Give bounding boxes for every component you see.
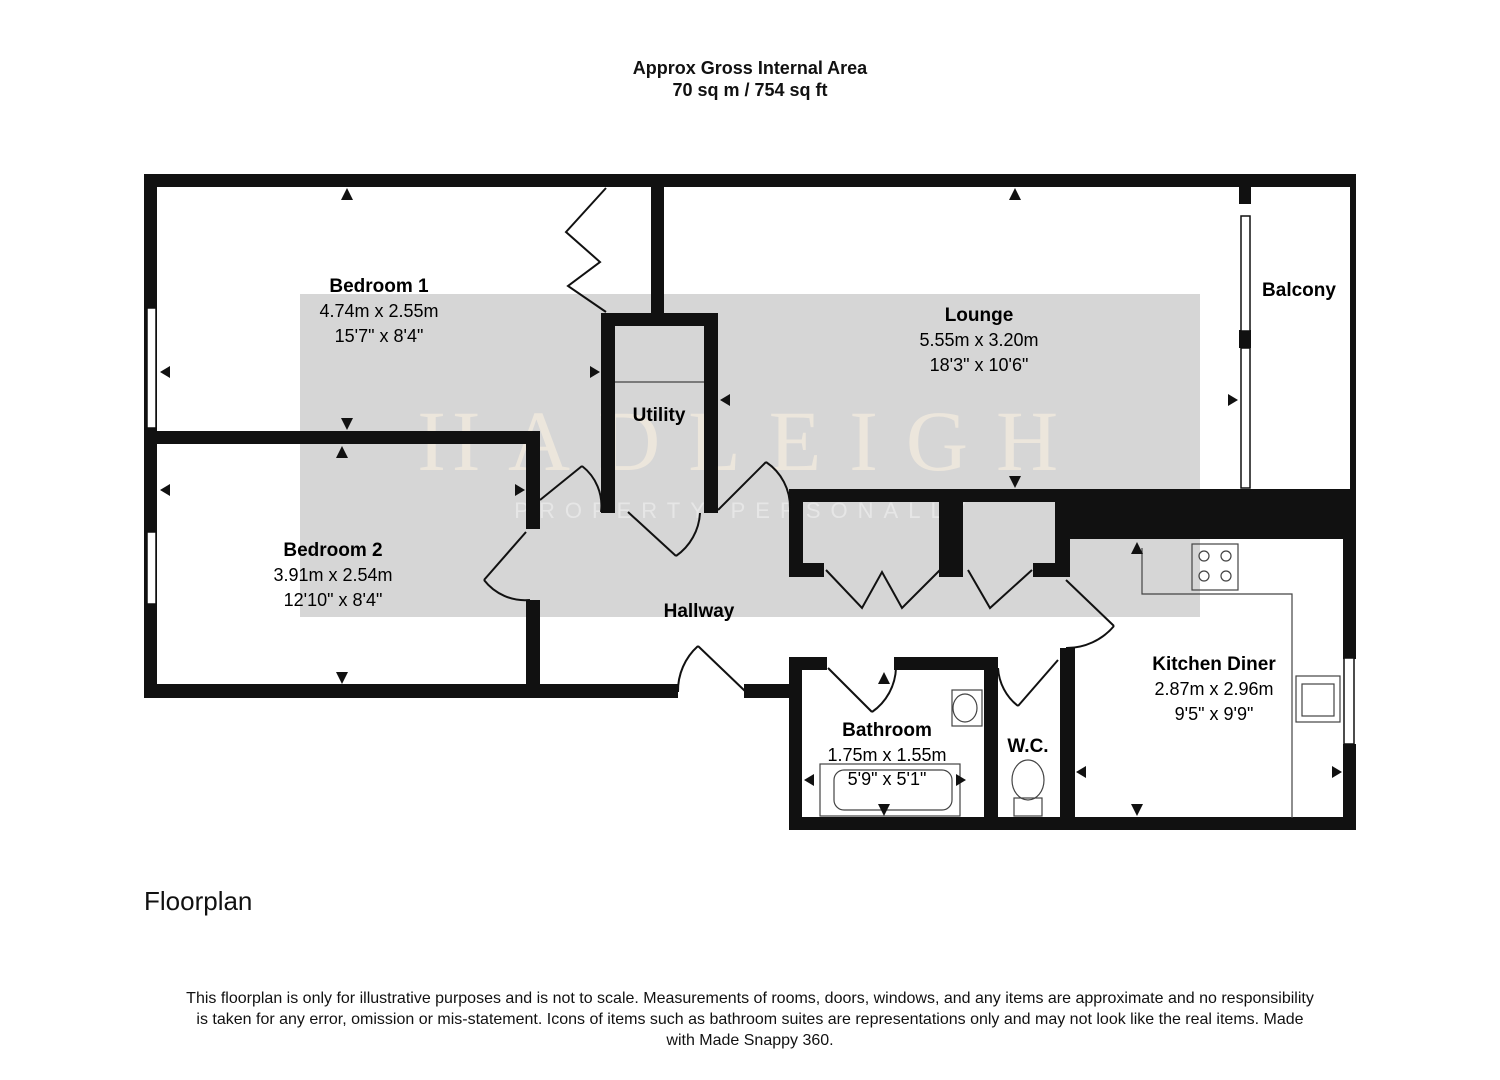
utility-name: Utility	[633, 405, 686, 426]
basin-icon	[951, 689, 983, 727]
bedroom2-metric: 3.91m x 2.54m	[273, 565, 392, 585]
bedroom1-imperial: 15'7" x 8'4"	[335, 326, 424, 346]
doors	[483, 187, 1115, 713]
plan-header: Approx Gross Internal Area 70 sq m / 754…	[0, 57, 1500, 101]
kitchen-sink-icon	[1295, 675, 1341, 723]
plan-area: 70 sq m / 754 sq ft	[672, 80, 828, 100]
windows	[146, 215, 1355, 745]
wc-name: W.C.	[1007, 736, 1048, 757]
kitchen-metric: 2.87m x 2.96m	[1154, 679, 1273, 699]
bedroom2-imperial: 12'10" x 8'4"	[284, 590, 383, 610]
kitchen-name: Kitchen Diner	[1152, 654, 1276, 675]
hob-icon	[1191, 543, 1239, 591]
watermark-tagline: PROPERTY PERSONALLY	[514, 498, 975, 523]
walls	[144, 174, 1356, 830]
lounge-imperial: 18'3" x 10'6"	[930, 355, 1029, 375]
plan-title: Approx Gross Internal Area	[632, 58, 868, 78]
kitchen-imperial: 9'5" x 9'9"	[1175, 704, 1254, 724]
bathroom-metric: 1.75m x 1.55m	[827, 745, 946, 765]
balcony-name: Balcony	[1262, 280, 1336, 301]
fixtures	[615, 381, 1341, 818]
bedroom1-name: Bedroom 1	[329, 276, 429, 297]
bedroom2-name: Bedroom 2	[283, 540, 382, 561]
toilet-icon	[1011, 759, 1045, 817]
bathroom-imperial: 5'9" x 5'1"	[848, 769, 927, 789]
lounge-metric: 5.55m x 3.20m	[919, 330, 1038, 350]
room-labels: Bedroom 1 4.74m x 2.55m 15'7" x 8'4" Lou…	[273, 276, 1336, 789]
disclaimer-text: This floorplan is only for illustrative …	[186, 990, 1314, 1049]
bathroom-name: Bathroom	[842, 720, 932, 741]
measurement-arrows	[160, 188, 1342, 816]
bedroom1-metric: 4.74m x 2.55m	[319, 301, 438, 321]
kitchen-worktop	[1141, 548, 1293, 818]
lounge-name: Lounge	[945, 305, 1014, 326]
hallway-name: Hallway	[664, 601, 735, 622]
bath-icon	[819, 763, 961, 817]
floorplan-label: Floorplan	[144, 886, 253, 916]
